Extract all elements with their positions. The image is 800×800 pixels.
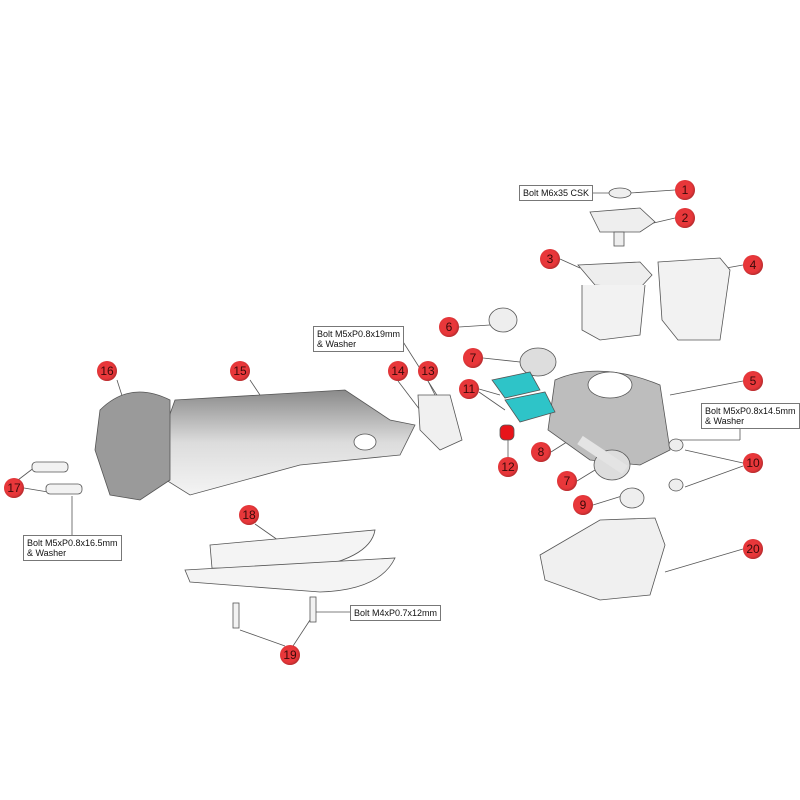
part-shapes <box>31 187 731 629</box>
cam-lever-icon <box>491 371 541 399</box>
bolt-6-icon <box>488 307 518 333</box>
callout-16: 16 <box>97 361 117 381</box>
bearing-7-icon <box>519 347 557 377</box>
callout-7b: 7 <box>557 471 577 491</box>
wedge-icon <box>417 394 463 451</box>
clamp-body-icon <box>547 370 671 466</box>
label-bolt-m6x35: Bolt M6x35 CSK <box>519 185 594 201</box>
bolt-10-icon <box>668 438 684 452</box>
callout-11: 11 <box>459 379 479 399</box>
callout-10: 10 <box>743 453 763 473</box>
bolt-17-icon <box>31 461 69 473</box>
callout-20: 20 <box>743 539 763 559</box>
callout-14: 14 <box>388 361 408 381</box>
label-bolt-m4-12mm: Bolt M4xP0.7x12mm <box>350 605 442 621</box>
callout-9: 9 <box>573 495 593 515</box>
lower-cover-icon <box>539 517 666 601</box>
bolt-csk-icon <box>608 187 632 199</box>
callout-3: 3 <box>540 249 560 269</box>
callout-5: 5 <box>743 371 763 391</box>
callout-18: 18 <box>239 505 259 525</box>
callout-13: 13 <box>418 361 438 381</box>
callout-6: 6 <box>439 317 459 337</box>
callout-8: 8 <box>531 442 551 462</box>
callout-15: 15 <box>230 361 250 381</box>
callout-12: 12 <box>498 457 518 477</box>
label-bolt-m5-16-5mm: Bolt M5xP0.8x16.5mm & Washer <box>23 535 122 561</box>
callout-4: 4 <box>743 255 763 275</box>
label-bolt-m5-19mm: Bolt M5xP0.8x19mm & Washer <box>313 326 405 352</box>
callout-17: 17 <box>4 478 24 498</box>
callout-19: 19 <box>280 645 300 665</box>
bolt-19-icon <box>232 602 240 629</box>
bolt-9-icon <box>619 487 645 509</box>
faceplate-icon <box>94 391 171 501</box>
label-bolt-m5-14-5mm: Bolt M5xP0.8x14.5mm & Washer <box>701 403 800 429</box>
sleeve-icon <box>657 257 731 341</box>
spacer-icon <box>577 261 653 289</box>
top-cap-icon <box>589 207 656 233</box>
red-insert-icon <box>499 424 515 441</box>
callout-1: 1 <box>675 180 695 200</box>
callout-2: 2 <box>675 208 695 228</box>
callout-7a: 7 <box>463 348 483 368</box>
